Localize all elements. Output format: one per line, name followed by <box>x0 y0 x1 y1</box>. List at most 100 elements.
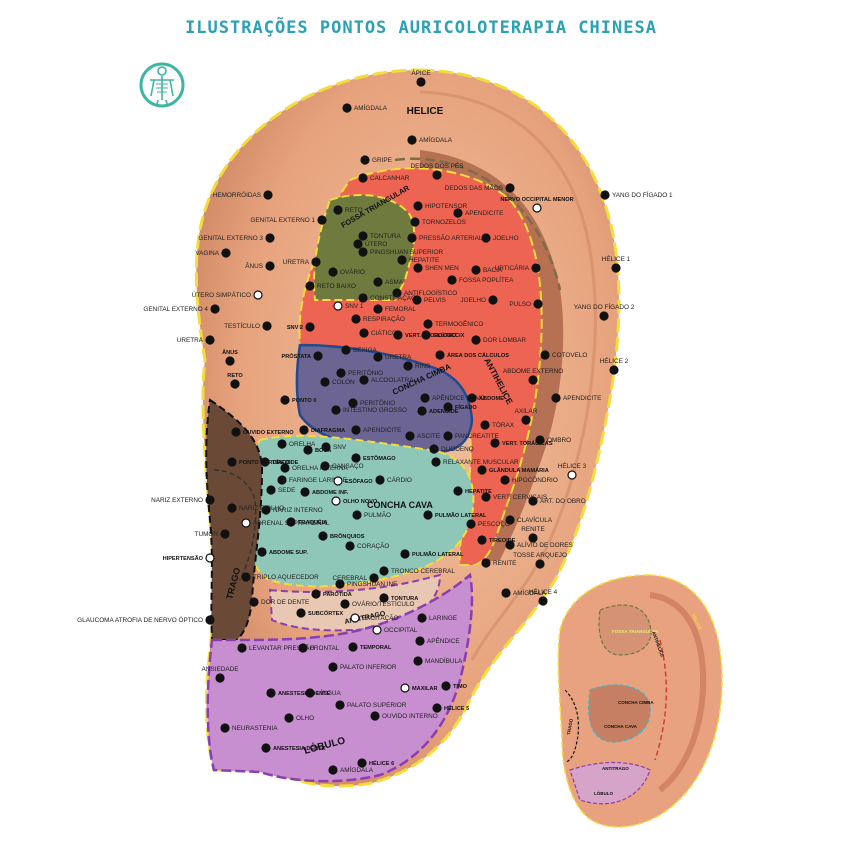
point-89: RELAXANTE MUSCULAR <box>431 457 519 467</box>
point-label: DEDOS DAS MÃOS <box>445 183 503 192</box>
point-label: CLAVÍCULA <box>517 515 553 524</box>
point-label: HEPATITE <box>465 489 492 495</box>
point-dot <box>358 173 368 183</box>
point-label: SNV 2 <box>287 325 303 331</box>
point-dot <box>501 588 511 598</box>
point-dot <box>407 233 417 243</box>
point-label: RENITE <box>493 560 516 567</box>
point-label: HIPOTENSOR <box>425 203 468 210</box>
point-label: OVÁRIO <box>340 267 365 276</box>
point-113: CLAVÍCULA <box>505 515 553 525</box>
point-143: PALATO INFERIOR <box>328 662 397 672</box>
point-dot <box>488 295 498 305</box>
point-label: GENITAL EXTERNO 4 <box>143 306 208 313</box>
point-dot <box>400 683 410 693</box>
point-dot <box>417 406 427 416</box>
point-4: CALCANHAR <box>358 173 410 183</box>
point-label: PESCOÇO <box>478 521 510 528</box>
point-88: DUODENO <box>429 444 474 454</box>
point-87: ESTÔMAGO <box>351 453 396 463</box>
point-dot <box>538 596 548 606</box>
point-dot <box>421 330 431 340</box>
point-label: TIREOIDE <box>272 460 299 466</box>
point-label: ASCITE <box>417 433 440 440</box>
point-dot <box>359 375 369 385</box>
point-100: NARIZ EXTERNO <box>151 495 215 505</box>
point-112: PESCOÇO <box>466 519 510 529</box>
region-fossa-triangular <box>313 194 416 301</box>
point-label: OMBRO <box>547 437 571 444</box>
points-layer: ÁPICEAMÍGDALAAMÍGDALAGRIPECALCANHARDEDOS… <box>77 68 673 775</box>
point-66: PERITÔNIO <box>348 398 395 408</box>
point-label: CÁRDIO <box>387 475 412 484</box>
point-48: VERT. SACROCOCCIX <box>393 330 465 340</box>
point-label: BEXIGA <box>353 347 378 354</box>
point-label: GLAUCOMA ATROFIA DE NERVO ÓPTICO <box>77 615 203 624</box>
point-dot <box>358 247 368 257</box>
point-139: LEVANTAR PRESSÃO <box>237 643 314 653</box>
point-dot <box>350 613 360 623</box>
point-dot <box>311 257 321 267</box>
point-dot <box>230 379 240 389</box>
point-label: ÚTERO SIMPÁTICO <box>192 290 251 299</box>
point-dot <box>257 547 267 557</box>
point-123: TOSSE ARQUEJO <box>513 552 567 569</box>
point-63: ALCOOLATRA <box>359 375 414 385</box>
point-dot <box>286 517 296 527</box>
point-14: NERVO OCCIPITAL MENOR <box>500 197 574 213</box>
point-30: ASMA <box>373 277 404 287</box>
point-dot <box>423 510 433 520</box>
region-label-concha: CONCHA CAVA <box>367 500 433 510</box>
point-label: TRAQUÉIA <box>298 518 327 526</box>
point-60: HÉLICE 2 <box>600 356 629 375</box>
point-111: PULMÃO LATERAL <box>423 510 487 520</box>
point-dot <box>215 673 225 683</box>
point-dot <box>313 351 323 361</box>
point-label: MANDÍBULA <box>425 656 463 665</box>
point-dot <box>505 515 515 525</box>
point-dot <box>265 261 275 271</box>
point-label: PULMÃO LATERAL <box>435 512 487 519</box>
point-label: ART. DO OBRO <box>540 498 586 505</box>
point-50: URETRA <box>177 335 215 345</box>
point-10: HIPOTENSOR <box>413 201 468 211</box>
point-label: AMÍGDALA <box>340 765 374 774</box>
point-dot <box>413 656 423 666</box>
point-label: RESPIRAÇÃO <box>363 314 405 323</box>
point-dot <box>299 425 309 435</box>
point-label: HEPATITE <box>409 257 439 264</box>
point-80: ORELHA <box>277 439 316 449</box>
point-dot <box>340 599 350 609</box>
point-130: HÉLICE 4 <box>529 587 558 606</box>
point-101: NARIZ E OLHO <box>227 503 284 513</box>
point-dot <box>410 217 420 227</box>
point-label: BACIA <box>483 267 503 274</box>
point-label: LÍNGUA <box>317 688 342 697</box>
point-label: JOELHO <box>493 235 519 242</box>
point-label: EXCITAÇÃO <box>362 613 398 622</box>
point-135: EXCITAÇÃO <box>350 613 398 623</box>
point-86: TIREOIDE <box>260 457 299 467</box>
point-31: FOSSA POPLÍTEA <box>447 275 514 285</box>
point-94: FARINGE LARINGE <box>277 475 347 485</box>
point-103: HEPATITE <box>453 486 492 496</box>
point-dot <box>528 533 538 543</box>
point-label: APÊNDICE NOVO <box>432 393 485 402</box>
point-152: HÉLICE 5 <box>432 703 469 713</box>
point-dot <box>358 231 368 241</box>
point-127: PINGSHUAN INF. <box>335 579 398 589</box>
point-dot <box>318 531 328 541</box>
point-41: GENITAL EXTERNO 4 <box>143 304 220 314</box>
point-52: DOR LOMBAR <box>471 335 526 345</box>
point-label: YANG DO FÍGADO 1 <box>612 190 673 199</box>
point-dot <box>320 461 330 471</box>
point-dot <box>372 625 382 635</box>
point-138: OCCIPITAL <box>372 625 418 635</box>
point-dot <box>531 263 541 273</box>
acupuncture-body-logo <box>139 62 185 108</box>
point-label: HIPOCÔNDRIO <box>512 475 558 484</box>
point-dot <box>277 439 287 449</box>
point-label: OVÁRIO/TESTÍCULO <box>352 599 415 608</box>
point-dot <box>345 541 355 551</box>
